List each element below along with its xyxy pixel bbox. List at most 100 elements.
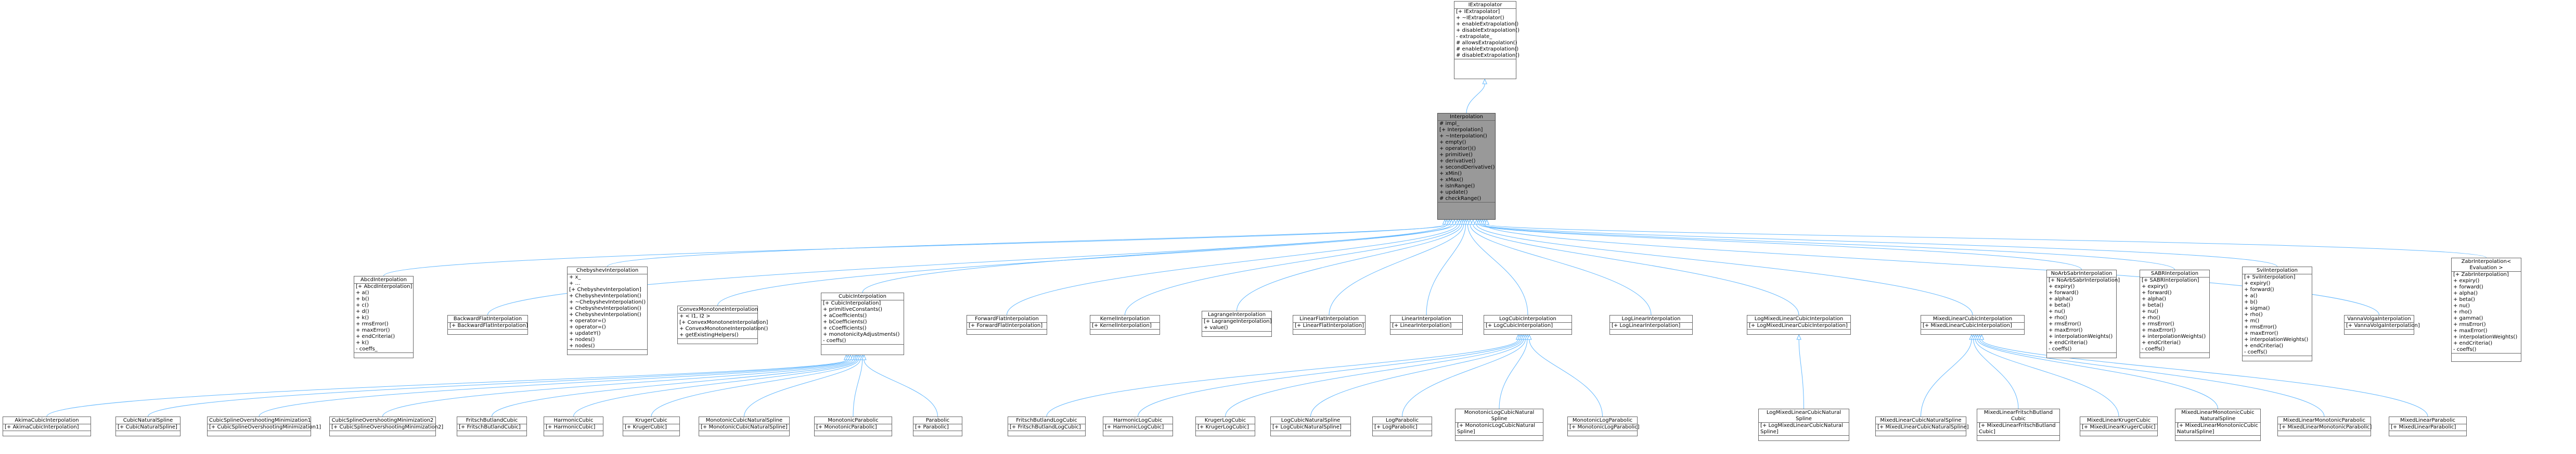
class-member: + expiry() bbox=[2142, 284, 2168, 289]
class-node-sabr[interactable]: SABRInterpolation[+ SABRInterpolation]+ … bbox=[2140, 270, 2210, 358]
class-member: [+ FritschButlandLogCubic] bbox=[1010, 424, 1081, 430]
class-member: [+ NoArbSabrInterpolation] bbox=[2049, 278, 2120, 283]
class-name: LogLinearInterpolation bbox=[1621, 316, 1681, 322]
class-member: + ~IExtrapolator() bbox=[1456, 15, 1504, 21]
class-methods bbox=[1392, 330, 1461, 334]
class-member: [+ MixedLinearMonotonicParabolic] bbox=[2279, 424, 2372, 430]
edge-cso2-to-cubic bbox=[382, 359, 854, 417]
class-node-logcns[interactable]: LogCubicNaturalSpline[+ LogCubicNaturalS… bbox=[1270, 417, 1351, 436]
class-node-monocns[interactable]: MonotonicCubicNaturalSpline[+ MonotonicC… bbox=[699, 417, 790, 436]
class-node-mlmcns[interactable]: MixedLinearMonotonicCubic NaturalSpline[… bbox=[2175, 409, 2261, 441]
class-node-interp[interactable]: Interpolation# impl_[+ Interpolation]+ ~… bbox=[1437, 113, 1496, 220]
class-member: + primitiveConstants() bbox=[823, 307, 883, 312]
class-node-monopar[interactable]: MonotonicParabolic[+ MonotonicParabolic] bbox=[814, 417, 892, 436]
class-node-cso2[interactable]: CubicSplineOvershootingMinimization2[+ C… bbox=[329, 417, 443, 436]
class-node-mlfbc[interactable]: MixedLinearFritschButland Cubic[+ MixedL… bbox=[1977, 409, 2060, 441]
class-node-backflat[interactable]: BackwardFlatInterpolation[+ BackwardFlat… bbox=[447, 315, 528, 335]
class-node-krulog[interactable]: KrugerLogCubic[+ KrugerLogCubic] bbox=[1195, 417, 1255, 436]
class-node-mixed[interactable]: MixedLinearCubicInterpolation[+ MixedLin… bbox=[1921, 315, 2025, 335]
class-member: + a() bbox=[2244, 293, 2258, 299]
class-node-kernel[interactable]: KernelInterpolation[+ KernelInterpolatio… bbox=[1090, 315, 1160, 335]
class-node-monologcns[interactable]: MonotonicLogCubicNatural Spline[+ Monoto… bbox=[1455, 409, 1543, 441]
class-node-cubic[interactable]: CubicInterpolation[+ CubicInterpolation]… bbox=[821, 293, 904, 355]
class-member: [+ Parabolic] bbox=[915, 424, 949, 430]
edge-logpar-to-logcubic bbox=[1402, 339, 1526, 417]
class-node-noarb[interactable]: NoArbSabrInterpolation[+ NoArbSabrInterp… bbox=[2046, 270, 2120, 358]
class-node-kruger[interactable]: KrugerCubic[+ KrugerCubic] bbox=[623, 417, 680, 436]
class-node-linflat[interactable]: LinearFlatInterpolation[+ LinearFlatInte… bbox=[1293, 315, 1366, 335]
class-member: + rmsError() bbox=[2142, 321, 2174, 327]
class-methods bbox=[2049, 353, 2115, 357]
class-member: # checkRange() bbox=[1439, 196, 1482, 201]
class-node-harmlog[interactable]: HarmonicLogCubic[+ HarmonicLogCubic] bbox=[1103, 417, 1173, 436]
class-name: MixedLinearMonotonicCubic NaturalSpline bbox=[2181, 410, 2255, 422]
inherit-arrowhead bbox=[1452, 219, 1457, 225]
class-node-logmixed[interactable]: LogMixedLinearCubicInterpolation[+ LogMi… bbox=[1747, 315, 1851, 335]
class-node-extrap[interactable]: IExtrapolator[+ IExtrapolator]+ ~IExtrap… bbox=[1454, 1, 1519, 79]
class-node-fblogcubic[interactable]: FritschButlandLogCubic[+ FritschButlandL… bbox=[1008, 417, 1086, 436]
class-member: [+ CubicNaturalSpline] bbox=[118, 424, 177, 430]
class-members: [+ SABRInterpolation]+ expiry()+ forward… bbox=[2142, 278, 2208, 352]
class-node-loglinear[interactable]: LogLinearInterpolation[+ LogLinearInterp… bbox=[1609, 315, 1693, 335]
class-node-fwdflat[interactable]: ForwardFlatInterpolation[+ ForwardFlatIn… bbox=[967, 315, 1047, 335]
class-member: [+ AbcdInterpolation] bbox=[356, 284, 413, 289]
class-member: + ~Interpolation() bbox=[1439, 133, 1487, 139]
class-methods bbox=[969, 330, 1045, 334]
class-node-harmonic[interactable]: HarmonicCubic[+ HarmonicCubic] bbox=[544, 417, 603, 436]
class-node-logpar[interactable]: LogParabolic[+ LogParabolic] bbox=[1372, 417, 1432, 436]
class-node-abcd[interactable]: AbcdInterpolation[+ AbcdInterpolation]+ … bbox=[354, 276, 414, 358]
class-node-lmlcns[interactable]: LogMixedLinearCubicNatural Spline[+ LogM… bbox=[1758, 409, 1849, 441]
class-node-parabolic[interactable]: Parabolic[+ Parabolic] bbox=[913, 417, 962, 436]
class-node-zabr[interactable]: ZabrInterpolation< Evaluation >[+ ZabrIn… bbox=[2451, 258, 2521, 362]
class-members: [+ LogMixedLinearCubicInterpolation] bbox=[1749, 323, 1849, 329]
class-member: + rmsError() bbox=[2453, 322, 2486, 327]
class-member: + primitive() bbox=[1439, 152, 1473, 158]
class-member: [+ CubicSplineOvershootingMinimization1] bbox=[209, 424, 321, 430]
class-node-svi[interactable]: SviInterpolation[+ SviInterpolation]+ ex… bbox=[2242, 267, 2312, 361]
class-member: [+ MixedLinearCubicNaturalSpline] bbox=[1877, 424, 1969, 430]
class-node-mlkc[interactable]: MixedLinearKrugerCubic[+ MixedLinearKrug… bbox=[2080, 417, 2158, 436]
class-node-cubnat[interactable]: CubicNaturalSpline[+ CubicNaturalSpline] bbox=[115, 417, 181, 436]
divider bbox=[1759, 422, 1849, 423]
class-name: Interpolation bbox=[1450, 114, 1483, 120]
class-methods bbox=[1760, 436, 1847, 440]
class-member: [+ BackwardFlatInterpolation] bbox=[449, 323, 528, 329]
class-node-linear[interactable]: LinearInterpolation[+ LinearInterpolatio… bbox=[1390, 315, 1463, 335]
class-node-logcubic[interactable]: LogCubicInterpolation[+ LogCubicInterpol… bbox=[1484, 315, 1572, 335]
class-member: [+ MonotonicLogCubicNatural Spline] bbox=[1457, 423, 1536, 435]
class-member: + alpha() bbox=[2453, 291, 2478, 296]
class-member: + expiry() bbox=[2453, 278, 2480, 284]
divider bbox=[2345, 329, 2414, 330]
divider bbox=[1921, 329, 2024, 330]
divider bbox=[2452, 271, 2521, 272]
class-node-monologpar[interactable]: MonotonicLogParabolic[+ MonotonicLogPara… bbox=[1567, 417, 1640, 436]
class-methods bbox=[1105, 431, 1171, 435]
class-member: - coeffs() bbox=[2244, 349, 2268, 355]
class-node-cso1[interactable]: CubicSplineOvershootingMinimization1[+ C… bbox=[207, 417, 321, 436]
class-node-cheb[interactable]: ChebyshevInterpolation+ x_+ ...[+ Chebys… bbox=[567, 267, 648, 355]
edge-monocns-to-cubic bbox=[744, 359, 860, 417]
edge-cheb-to-interp bbox=[607, 224, 1450, 267]
class-node-vanna[interactable]: VannaVolgaInterpolation[+ VannaVolgaInte… bbox=[2344, 315, 2420, 335]
class-methods bbox=[679, 339, 756, 343]
class-member: + maxError() bbox=[2049, 327, 2083, 333]
class-node-mlp[interactable]: MixedLinearParabolic[+ MixedLinearParabo… bbox=[2389, 417, 2467, 436]
class-node-akima[interactable]: AkimaCubicInterpolation[+ AkimaCubicInte… bbox=[3, 417, 91, 436]
class-node-lagrange[interactable]: LagrangeInterpolation[+ LagrangeInterpol… bbox=[1202, 311, 1272, 337]
class-name: MonotonicParabolic bbox=[828, 418, 879, 423]
class-node-mlmp[interactable]: MixedLinearMonotonicParabolic[+ MixedLin… bbox=[2277, 417, 2372, 436]
class-members: [+ KrugerCubic] bbox=[625, 424, 678, 431]
class-methods bbox=[2279, 431, 2369, 435]
class-methods bbox=[1979, 436, 2058, 440]
inherit-arrowhead bbox=[1482, 78, 1488, 84]
class-node-mlcns[interactable]: MixedLinearCubicNaturalSpline[+ MixedLin… bbox=[1875, 417, 1969, 436]
class-node-convmono[interactable]: ConvexMonotoneInterpolation+ < I1, I2 >[… bbox=[677, 306, 768, 344]
class-methods bbox=[816, 431, 890, 435]
class-node-fbcubic[interactable]: FritschButlandCubic[+ FritschButlandCubi… bbox=[457, 417, 527, 436]
class-member: + d() bbox=[356, 309, 369, 314]
class-member: + monotonicityAdjustments() bbox=[823, 332, 900, 337]
edge-mlmp-to-mixed bbox=[1979, 339, 2325, 417]
class-member: + beta() bbox=[2453, 297, 2475, 302]
edge-mlcns-to-mixed bbox=[1921, 339, 1972, 417]
divider bbox=[568, 349, 647, 350]
